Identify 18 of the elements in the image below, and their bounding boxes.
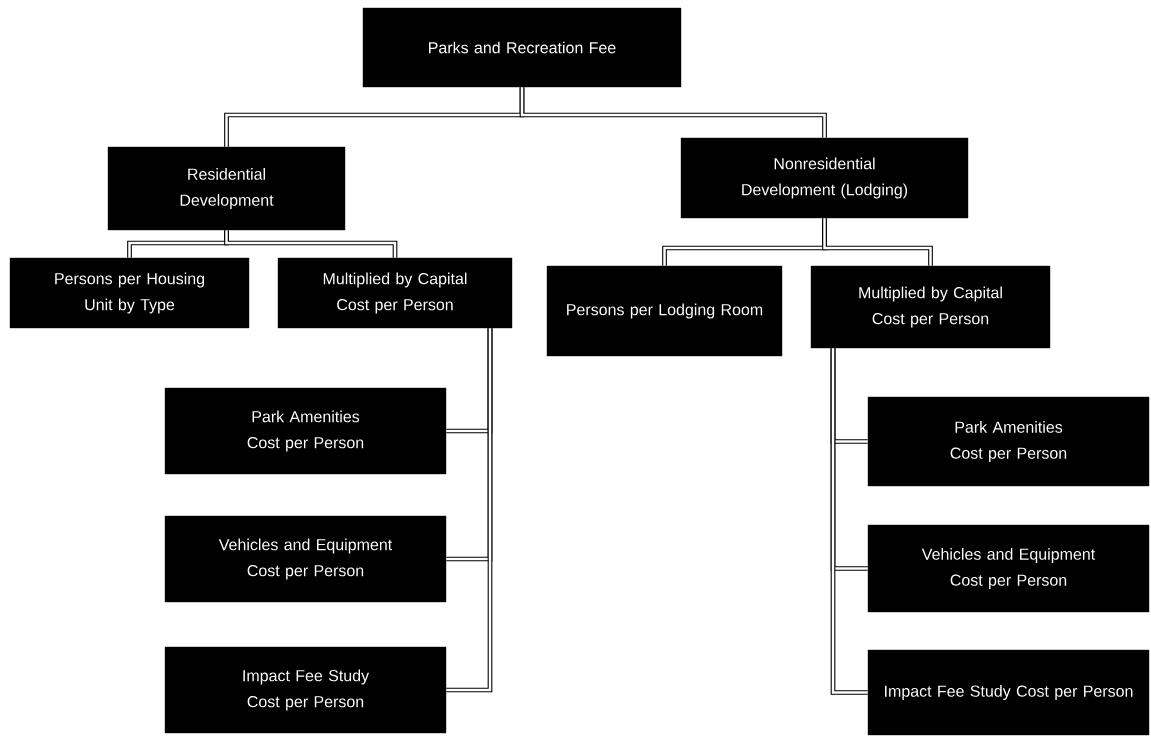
connector-line [446, 328, 493, 693]
process-box: Multiplied by Capital Cost per Person [810, 265, 1051, 349]
connector-line [830, 348, 868, 695]
process-box: Nonresidential Development (Lodging) [680, 137, 969, 219]
process-box: Persons per Lodging Room [546, 265, 783, 357]
process-box: Parks and Recreation Fee [362, 7, 682, 88]
process-box: Vehicles and Equipment Cost per Person [164, 515, 447, 603]
process-box: Impact Fee Study Cost per Person [867, 649, 1150, 736]
process-box: Persons per Housing Unit by Type [9, 257, 250, 329]
connector-line [519, 87, 827, 138]
process-box: Multiplied by Capital Cost per Person [277, 257, 513, 329]
connector-line [224, 230, 398, 258]
connector-line [822, 218, 933, 266]
process-box: Impact Fee Study Cost per Person [164, 646, 447, 734]
process-box: Residential Development [107, 146, 346, 231]
process-box: Park Amenities Cost per Person [867, 396, 1150, 487]
process-box: Park Amenities Cost per Person [164, 387, 447, 475]
process-box: Vehicles and Equipment Cost per Person [867, 524, 1150, 613]
